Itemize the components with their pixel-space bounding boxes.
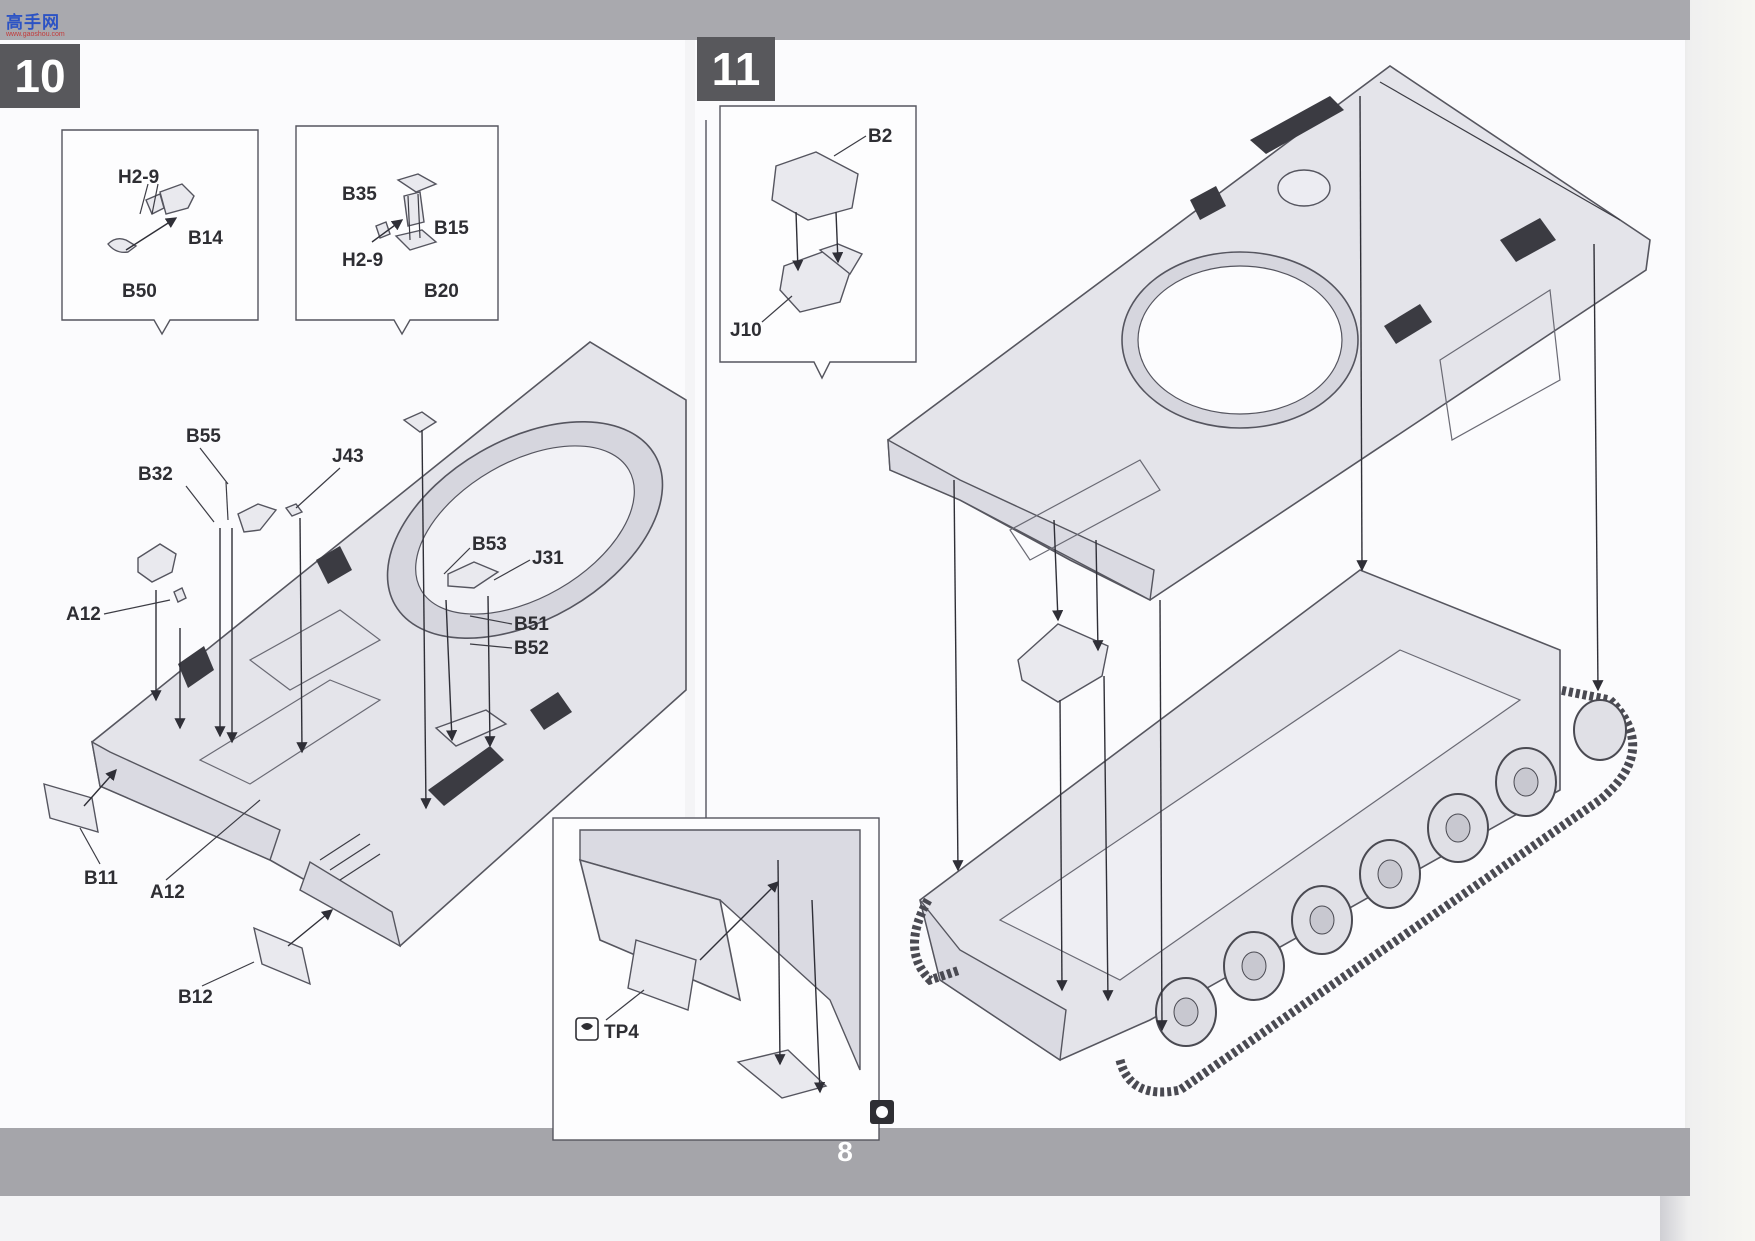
site-logo: 高手网 www.gaoshou.com bbox=[6, 8, 70, 40]
leader-lines-step-10 bbox=[79, 447, 531, 987]
logo-text: 高手网 bbox=[6, 13, 60, 33]
label-b14: B14 bbox=[188, 228, 223, 249]
parts-step-10 bbox=[43, 411, 508, 986]
logo-subtext: www.gaoshou.com bbox=[6, 31, 65, 38]
step-11-badge: 11 bbox=[697, 37, 775, 101]
parts-step-11 bbox=[952, 95, 1604, 1032]
label-j10: J10 bbox=[730, 320, 762, 341]
label-h2-9b: H2-9 bbox=[342, 250, 383, 271]
label-b51: B51 bbox=[514, 614, 549, 635]
leader-lines-step-11 bbox=[605, 135, 867, 1021]
lower-hull-step-11 bbox=[910, 569, 1638, 1097]
label-b32: B32 bbox=[138, 464, 173, 485]
callout-box-b20 bbox=[295, 125, 499, 336]
page-number: 8 bbox=[837, 1136, 853, 1167]
upper-hull-step-11 bbox=[887, 65, 1651, 602]
label-j43: J43 bbox=[332, 446, 364, 467]
inset-box-tp4 bbox=[552, 817, 894, 1141]
label-b12: B12 bbox=[178, 987, 213, 1008]
callout-box-b14 bbox=[61, 129, 259, 336]
step-10-badge: 10 bbox=[0, 44, 80, 108]
label-h2-9: H2-9 bbox=[118, 167, 159, 188]
label-b11: B11 bbox=[84, 868, 118, 889]
label-b2: B2 bbox=[868, 126, 892, 147]
label-b35: B35 bbox=[342, 184, 377, 205]
label-b55: B55 bbox=[186, 426, 221, 447]
label-a12-bottom: A12 bbox=[150, 882, 185, 903]
label-b15: B15 bbox=[434, 218, 469, 239]
label-tp4: TP4 bbox=[604, 1022, 639, 1043]
label-b52: B52 bbox=[514, 638, 549, 659]
label-b20: B20 bbox=[424, 281, 459, 302]
label-a12-top: A12 bbox=[66, 604, 101, 625]
label-b50: B50 bbox=[122, 281, 157, 302]
label-j31: J31 bbox=[532, 548, 564, 569]
label-b53: B53 bbox=[472, 534, 507, 555]
callout-box-b2 bbox=[719, 105, 917, 380]
header-band bbox=[0, 0, 1690, 40]
